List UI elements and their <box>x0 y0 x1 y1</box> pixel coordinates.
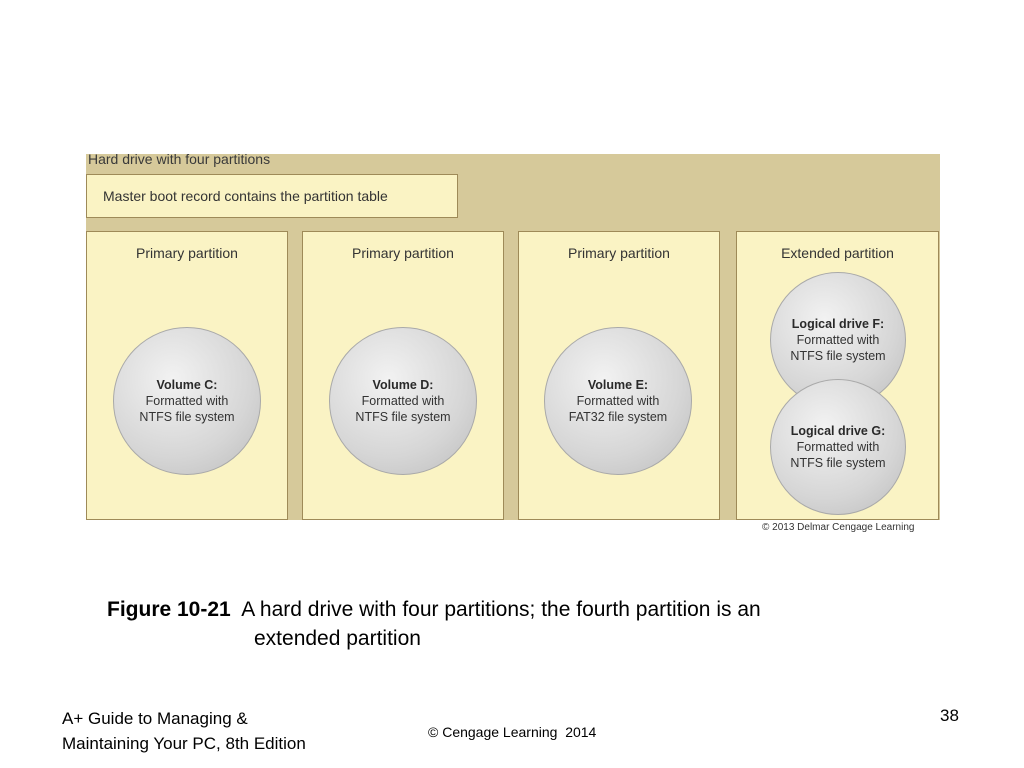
caption-text: A hard drive with four partitions; the f… <box>241 598 761 621</box>
extended-partition: Extended partition Logical drive F: Form… <box>736 231 939 520</box>
book-title: A+ Guide to Managing & Maintaining Your … <box>62 706 306 756</box>
volume-filesystem: NTFS file system <box>790 349 886 363</box>
primary-partition-1: Primary partition Volume C: Formatted wi… <box>86 231 288 520</box>
book-title-line-1: A+ Guide to Managing & <box>62 709 248 728</box>
volume-format-line: Formatted with <box>145 394 229 408</box>
primary-partition-2: Primary partition Volume D: Formatted wi… <box>302 231 504 520</box>
volume-filesystem: NTFS file system <box>790 456 886 470</box>
volume-format-line: Formatted with <box>796 333 880 347</box>
partition-diagram: Hard drive with four partitions Master b… <box>86 151 940 520</box>
footer-copyright: © Cengage Learning 2014 <box>428 724 597 740</box>
primary-partition-3: Primary partition Volume E: Formatted wi… <box>518 231 720 520</box>
diagram-title: Hard drive with four partitions <box>88 151 271 167</box>
figure-credit: © 2013 Delmar Cengage Learning <box>762 522 915 533</box>
volume-name: Logical drive G: <box>790 424 886 438</box>
volume-e-disk: Volume E: Formatted with FAT32 file syst… <box>544 327 692 475</box>
volume-d-disk: Volume D: Formatted with NTFS file syste… <box>329 327 477 475</box>
volume-name: Volume C: <box>156 378 218 392</box>
volume-format-line: Formatted with <box>361 394 445 408</box>
figure-number: Figure 10-21 <box>107 598 231 621</box>
volume-format-line: Formatted with <box>796 440 880 454</box>
volume-name: Volume E: <box>587 378 649 392</box>
caption-line-2: extended partition <box>254 627 421 650</box>
volume-name: Volume D: <box>372 378 434 392</box>
volume-filesystem: FAT32 file system <box>568 410 668 424</box>
caption-line-1: Figure 10-21 A hard drive with four part… <box>107 595 927 624</box>
volume-format-line: Formatted with <box>576 394 660 408</box>
book-title-line-2: Maintaining Your PC, 8th Edition <box>62 734 306 753</box>
partition-label: Extended partition <box>781 245 894 261</box>
partition-label: Primary partition <box>352 245 454 261</box>
master-boot-record-box: Master boot record contains the partitio… <box>86 174 458 218</box>
partition-label: Primary partition <box>568 245 670 261</box>
figure-caption: Figure 10-21 A hard drive with four part… <box>107 595 927 653</box>
volume-filesystem: NTFS file system <box>355 410 451 424</box>
logical-drive-g-disk: Logical drive G: Formatted with NTFS fil… <box>770 379 906 515</box>
page-number: 38 <box>940 706 959 725</box>
volume-name: Logical drive F: <box>791 317 885 331</box>
volume-filesystem: NTFS file system <box>139 410 235 424</box>
partition-label: Primary partition <box>136 245 238 261</box>
volume-c-disk: Volume C: Formatted with NTFS file syste… <box>113 327 261 475</box>
